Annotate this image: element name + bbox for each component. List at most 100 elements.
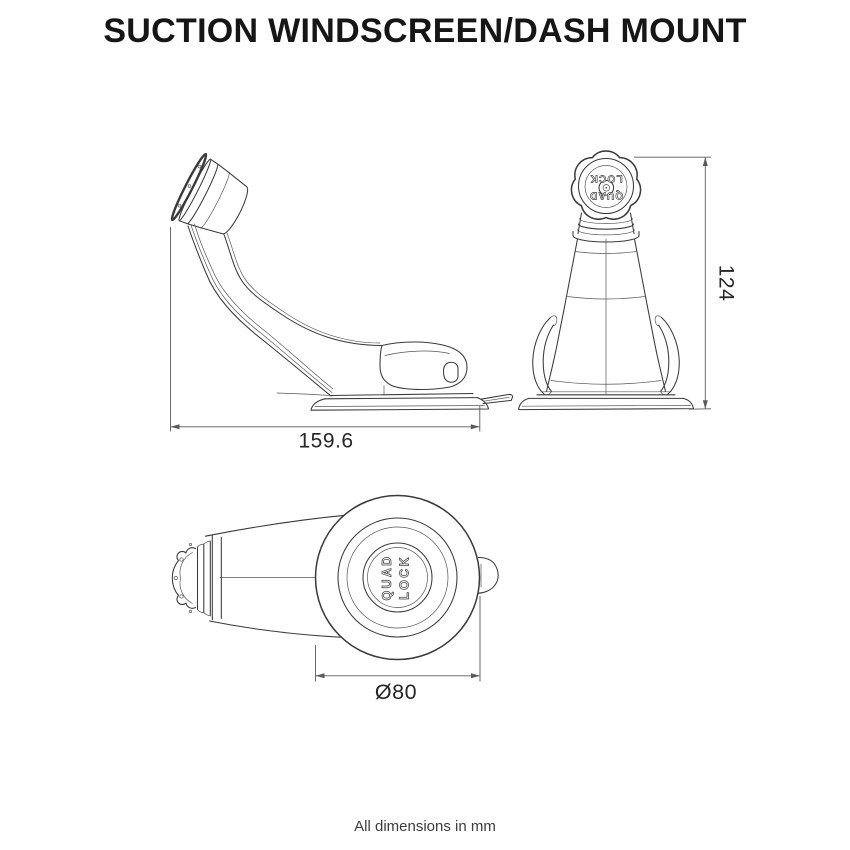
arrowhead <box>702 400 708 409</box>
arm-edge-line <box>194 223 334 390</box>
front-height-label: 124 <box>715 265 738 302</box>
arm-edge-line <box>226 232 381 344</box>
top-view-head <box>171 540 211 617</box>
housing-notch <box>442 361 459 383</box>
housing-outline <box>379 341 468 390</box>
arrowhead <box>315 673 325 679</box>
neck-ring <box>579 218 633 224</box>
plinth-skirt <box>518 397 694 411</box>
front-view-base <box>518 391 694 411</box>
plinth-line <box>521 405 691 407</box>
arrowhead <box>702 157 708 166</box>
knob-center-boss <box>598 179 615 196</box>
front-view-cone <box>545 238 667 395</box>
head-face-detail <box>177 203 182 208</box>
head-collar <box>178 158 219 225</box>
head-face-detail <box>187 184 192 188</box>
head-detail-dot <box>173 575 178 581</box>
top-view-arm <box>204 514 352 639</box>
brand-word-lock: LOCK <box>398 555 412 600</box>
brand-word-quad: QUAD <box>589 190 623 201</box>
right-wing-outer <box>660 316 680 395</box>
right-wing-hook <box>654 315 662 326</box>
front-view-drawing: QUAD LOCK <box>518 150 738 411</box>
side-width-label: 159.6 <box>298 430 353 453</box>
knob-screw-dot <box>605 186 608 189</box>
head-face-edge <box>170 152 208 222</box>
base-top-edge <box>330 392 474 397</box>
cup-outer-ring <box>314 494 481 661</box>
quad-lock-logo-front: QUAD LOCK <box>589 172 624 201</box>
housing-top-line <box>384 350 450 356</box>
arrowhead <box>471 673 480 679</box>
brand-word-quad: QUAD <box>380 554 394 600</box>
left-wing-outer <box>532 316 552 395</box>
knob-screw <box>602 184 610 192</box>
front-view-knob: QUAD LOCK <box>570 150 642 220</box>
base-foot-line <box>276 392 332 396</box>
head-plate-lines <box>196 540 211 617</box>
top-view-dimension: Ø80 <box>315 596 481 704</box>
top-view-release-tab <box>477 556 499 594</box>
neck-sides <box>577 212 635 235</box>
left-wing-inner <box>542 324 555 393</box>
cone-section-line <box>567 296 645 300</box>
right-wing-inner <box>657 324 670 393</box>
neck-ring <box>577 229 635 236</box>
head-seam <box>200 172 230 229</box>
arm-outer-edge <box>187 225 332 397</box>
side-view-dimension: 159.6 <box>170 227 481 453</box>
neck-ring <box>577 223 635 230</box>
side-view-socket-housing <box>379 341 468 395</box>
arm-top-edge <box>204 514 351 537</box>
release-lever-line <box>483 397 510 402</box>
arrowhead <box>470 424 480 430</box>
arm-inner-edge <box>223 233 383 347</box>
head-detail-dot <box>188 542 193 547</box>
cone-right-edge <box>633 238 667 393</box>
cone-left-edge <box>545 238 579 393</box>
head-body <box>186 163 230 229</box>
head-scallop-profile <box>171 547 197 609</box>
top-diameter-label: Ø80 <box>375 680 417 704</box>
brand-word-lock: LOCK <box>589 173 622 184</box>
cup-logo-disc-inner <box>367 547 428 608</box>
left-wing-hook <box>550 315 558 326</box>
head-plate-corners <box>197 540 211 617</box>
arm-fill <box>206 514 352 638</box>
head-detail-dot <box>179 557 184 562</box>
top-view-drawing: QUAD LOCK Ø80 <box>171 494 499 704</box>
side-view-head <box>170 152 249 235</box>
cone-section-line <box>550 380 662 385</box>
top-view-suction-rings: QUAD LOCK <box>314 494 481 661</box>
side-view-base <box>276 392 514 411</box>
front-view-neck <box>572 212 640 243</box>
arrowhead <box>170 424 180 430</box>
front-view-wings <box>532 315 680 396</box>
quad-lock-logo-top: QUAD LOCK <box>380 554 412 601</box>
tab-outline <box>477 556 499 594</box>
cup-logo-disc <box>362 542 433 613</box>
dimensions-note: All dimensions in mm <box>354 818 496 835</box>
head-detail-dot <box>179 594 184 599</box>
release-lever <box>480 393 514 405</box>
front-view-dimension: 124 <box>634 156 738 410</box>
cup-ring <box>337 517 458 638</box>
cup-ring <box>346 526 449 629</box>
knob-inner-ring <box>577 157 635 215</box>
arm-bottom-edge <box>208 620 349 639</box>
knob-logo-disc <box>584 165 628 208</box>
cone-section-line <box>574 251 638 254</box>
side-view-drawing: 159.6 <box>170 152 514 453</box>
head-detail-dot <box>188 609 193 614</box>
knob-scallop-ring <box>570 150 642 220</box>
arm-edge-line <box>190 224 333 393</box>
head-body-end <box>200 172 249 235</box>
side-view-arm <box>187 223 383 397</box>
head-face-detail <box>197 164 202 169</box>
base-skirt <box>310 397 490 411</box>
base-skirt-line <box>314 405 485 407</box>
arm-collar-lines <box>211 535 222 621</box>
